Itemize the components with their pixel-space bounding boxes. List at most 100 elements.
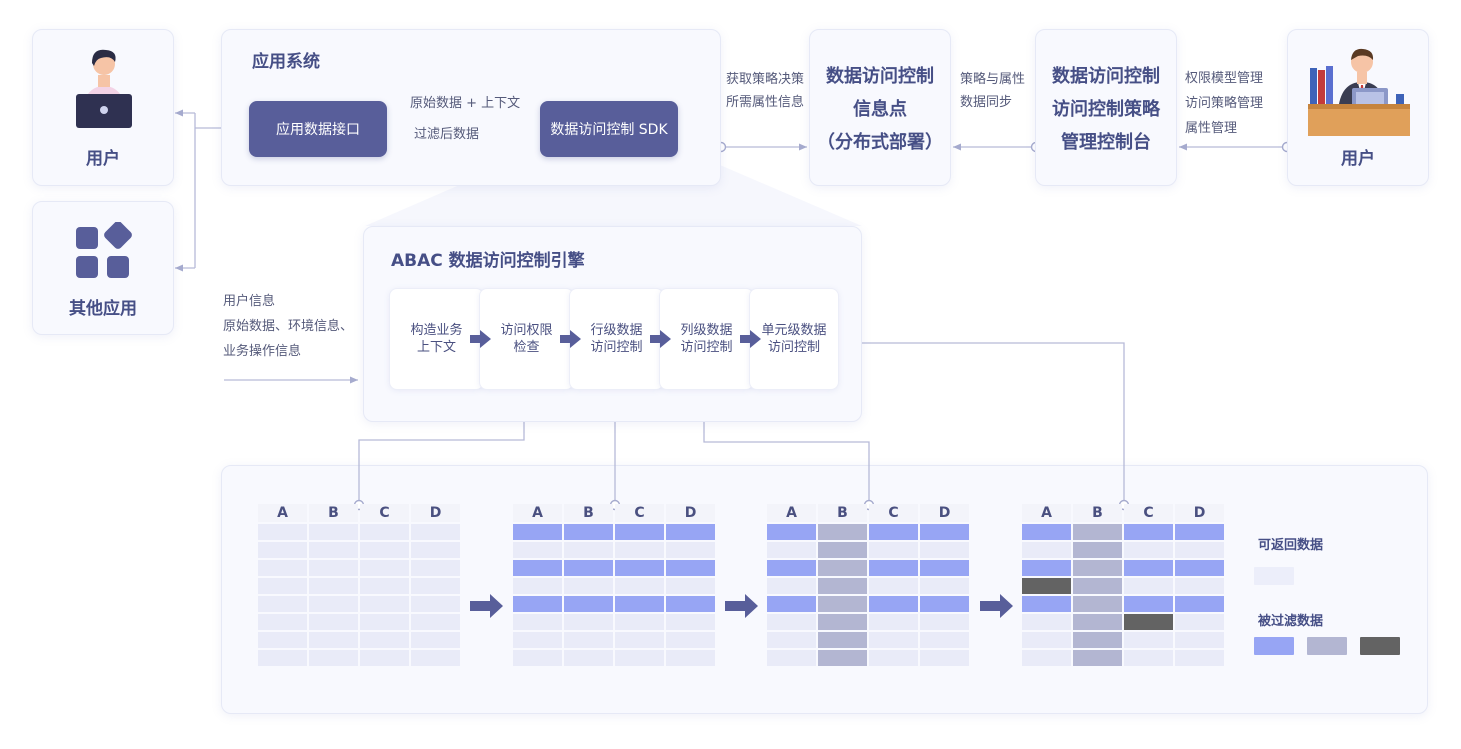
table-cell xyxy=(1124,524,1173,540)
step-cell-control[interactable]: 单元级数据访问控制 xyxy=(749,288,839,390)
table-row xyxy=(767,524,969,540)
table-cell xyxy=(1124,578,1173,594)
sync-label: 策略与属性 数据同步 xyxy=(960,68,1025,114)
table-cell xyxy=(360,560,409,576)
column-header: A xyxy=(258,504,307,522)
table-cell xyxy=(1175,578,1224,594)
table-cell xyxy=(360,542,409,558)
table-cell xyxy=(1022,596,1071,612)
step-4-line2: 访问控制 xyxy=(680,340,733,355)
table-arrow-1 xyxy=(470,594,503,618)
table-cell xyxy=(1073,632,1122,648)
table-row xyxy=(1022,614,1224,630)
table-cell xyxy=(1073,560,1122,576)
table-arrow-3 xyxy=(980,594,1013,618)
table-cell xyxy=(309,578,358,594)
table-cell xyxy=(1073,578,1122,594)
table-row xyxy=(258,524,460,540)
table-cell xyxy=(309,650,358,666)
table-cell xyxy=(258,614,307,630)
table-cell xyxy=(920,524,969,540)
table-row xyxy=(767,578,969,594)
table-cell xyxy=(411,650,460,666)
table-cell xyxy=(869,578,918,594)
console-line1: 数据访问控制 xyxy=(1052,66,1160,87)
column-header: B xyxy=(309,504,358,522)
table-row xyxy=(258,560,460,576)
table-cell xyxy=(666,524,715,540)
table-cell xyxy=(258,632,307,648)
table-row xyxy=(513,596,715,612)
table-cell xyxy=(920,596,969,612)
table-row xyxy=(513,650,715,666)
table-row xyxy=(513,542,715,558)
table-cell xyxy=(767,578,816,594)
column-header: B xyxy=(564,504,613,522)
table-cell xyxy=(1022,542,1071,558)
admin-label-line2: 访问策略管理 xyxy=(1185,96,1264,111)
table-row xyxy=(1022,578,1224,594)
table-cell xyxy=(564,632,613,648)
table-cell xyxy=(513,524,562,540)
table-cell xyxy=(1073,614,1122,630)
info-point-card: 数据访问控制 信息点 （分布式部署） xyxy=(809,29,951,186)
table-cell xyxy=(767,596,816,612)
table-cell xyxy=(920,578,969,594)
table-cell xyxy=(818,578,867,594)
table-cell xyxy=(1073,596,1122,612)
table-cell xyxy=(513,596,562,612)
column-header: D xyxy=(666,504,715,522)
table-cell xyxy=(615,524,664,540)
fetch-label-line1: 获取策略决策 xyxy=(726,72,805,87)
table-row xyxy=(767,650,969,666)
table-cell xyxy=(615,560,664,576)
table-cell xyxy=(258,542,307,558)
table-cell xyxy=(920,560,969,576)
table-cell xyxy=(920,650,969,666)
column-header: A xyxy=(767,504,816,522)
table-cell xyxy=(1022,524,1071,540)
admin-label-line3: 属性管理 xyxy=(1185,121,1238,136)
table-cell xyxy=(1022,650,1071,666)
table-cell xyxy=(1175,614,1224,630)
table-row xyxy=(1022,632,1224,648)
other-apps-card: 其他应用 xyxy=(32,201,174,335)
table-cell xyxy=(666,596,715,612)
table-cell xyxy=(258,650,307,666)
step-column-control[interactable]: 列级数据访问控制 xyxy=(659,288,754,390)
table-cell xyxy=(1124,632,1173,648)
table-cell xyxy=(1073,542,1122,558)
table-row xyxy=(767,632,969,648)
table-cell xyxy=(869,524,918,540)
step-arrow-4 xyxy=(740,330,761,348)
app-data-interface-button[interactable]: 应用数据接口 xyxy=(249,101,387,157)
table-cell xyxy=(1022,614,1071,630)
table-cell xyxy=(564,650,613,666)
table-cell xyxy=(1124,560,1173,576)
abac-engine-title: ABAC 数据访问控制引擎 xyxy=(391,251,585,271)
raw-data-label: 原始数据 + 上下文 xyxy=(410,96,521,111)
table-row xyxy=(1022,650,1224,666)
legend-filtered-dark-swatch xyxy=(1360,637,1400,655)
column-header: C xyxy=(360,504,409,522)
table-cell xyxy=(1022,632,1071,648)
column-header: C xyxy=(615,504,664,522)
app-system-title: 应用系统 xyxy=(252,52,320,72)
table-cell xyxy=(767,524,816,540)
user-right-label: 用户 xyxy=(1341,149,1375,169)
table-cell xyxy=(1124,596,1173,612)
console-text: 数据访问控制 访问控制策略 管理控制台 xyxy=(1036,60,1176,159)
other-apps-label: 其他应用 xyxy=(69,299,137,319)
step-4-line1: 列级数据 xyxy=(680,323,733,338)
legend-filtered-blue-swatch xyxy=(1254,637,1294,655)
table-row xyxy=(767,560,969,576)
sdk-button[interactable]: 数据访问控制 SDK xyxy=(540,101,678,157)
table-cell xyxy=(564,578,613,594)
table-row xyxy=(258,632,460,648)
table-cell xyxy=(1022,560,1071,576)
table-cell xyxy=(513,650,562,666)
table-cell xyxy=(309,596,358,612)
